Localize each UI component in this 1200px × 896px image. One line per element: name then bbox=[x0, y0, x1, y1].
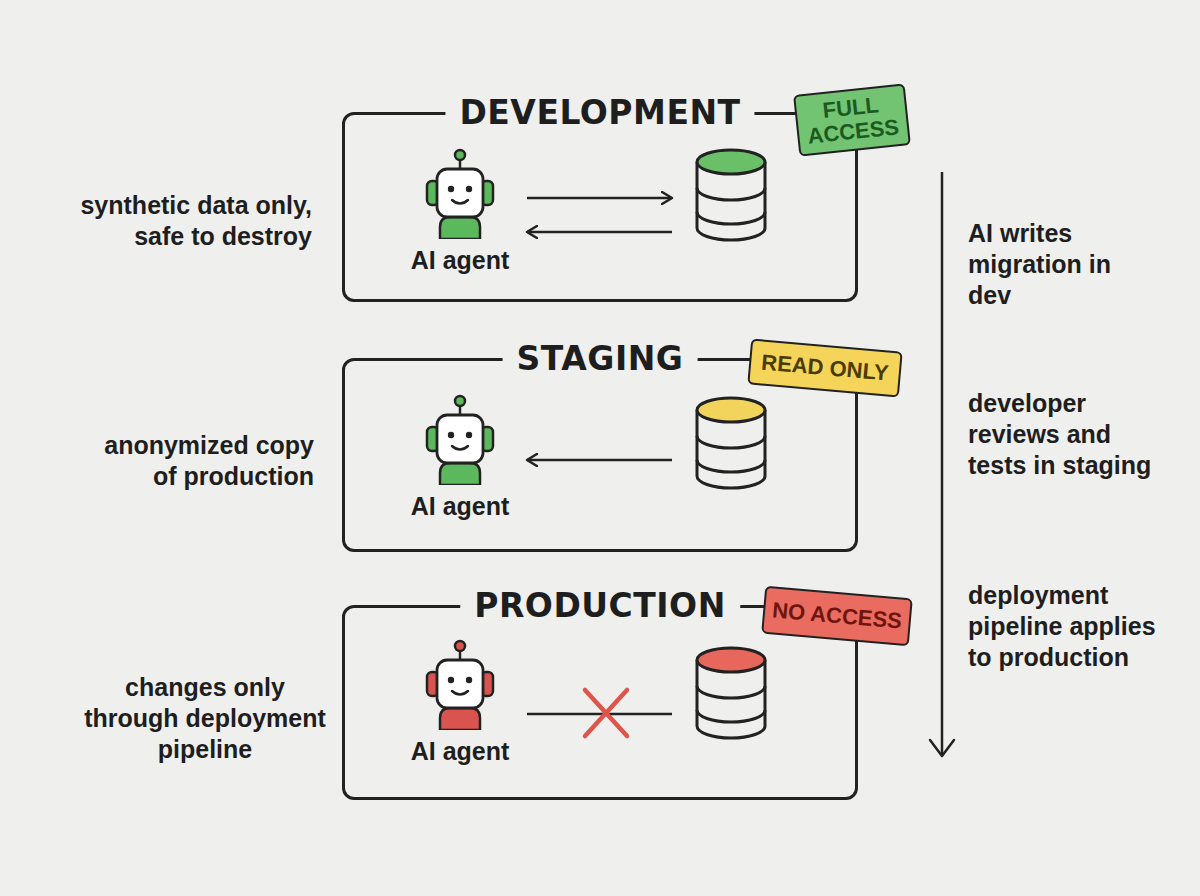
database-symbol bbox=[697, 150, 765, 240]
panel-title: PRODUCTION bbox=[460, 584, 740, 628]
side-note: synthetic data only, safe to destroy bbox=[30, 190, 312, 252]
blocked-line bbox=[527, 713, 672, 716]
access-badge: FULL ACCESS bbox=[793, 83, 911, 156]
agent-label: AI agent bbox=[400, 491, 520, 521]
agent-figure: AI agent bbox=[400, 147, 520, 282]
flow-arrow bbox=[941, 172, 944, 755]
badge-text: READ ONLY bbox=[760, 350, 889, 385]
environment-panel: STAGINGREAD ONLYAI agent bbox=[342, 358, 858, 552]
agent-figure: AI agent bbox=[400, 393, 520, 528]
environment-panel: PRODUCTIONNO ACCESSAI agent bbox=[342, 605, 858, 800]
read-arrow bbox=[527, 459, 672, 462]
side-note: deployment pipeline applies to productio… bbox=[968, 580, 1158, 673]
agent-label: AI agent bbox=[400, 245, 520, 275]
access-badge: NO ACCESS bbox=[761, 586, 913, 647]
robot-icon bbox=[418, 638, 502, 730]
side-note: changes only through deployment pipeline bbox=[78, 672, 332, 765]
access-badge: READ ONLY bbox=[747, 338, 902, 397]
panel-title: DEVELOPMENT bbox=[445, 91, 754, 135]
side-note: developer reviews and tests in staging bbox=[968, 388, 1158, 481]
environment-panel: DEVELOPMENTFULL ACCESSAI agent bbox=[342, 112, 858, 302]
database-symbol bbox=[697, 398, 765, 488]
badge-text: NO ACCESS bbox=[771, 598, 903, 633]
read-arrow bbox=[527, 231, 672, 234]
panel-title: STAGING bbox=[503, 337, 698, 381]
robot-icon bbox=[418, 393, 502, 485]
badge-text: FULL ACCESS bbox=[802, 91, 902, 149]
side-note: AI writes migration in dev bbox=[968, 218, 1158, 311]
blocked-cross bbox=[585, 690, 627, 736]
flow-arrowhead bbox=[930, 740, 954, 756]
agent-figure: AI agent bbox=[400, 638, 520, 773]
side-note: anonymized copy of production bbox=[92, 430, 314, 492]
agent-label: AI agent bbox=[400, 736, 520, 766]
write-arrow bbox=[527, 197, 672, 200]
robot-icon bbox=[418, 147, 502, 239]
database-symbol bbox=[697, 648, 765, 738]
